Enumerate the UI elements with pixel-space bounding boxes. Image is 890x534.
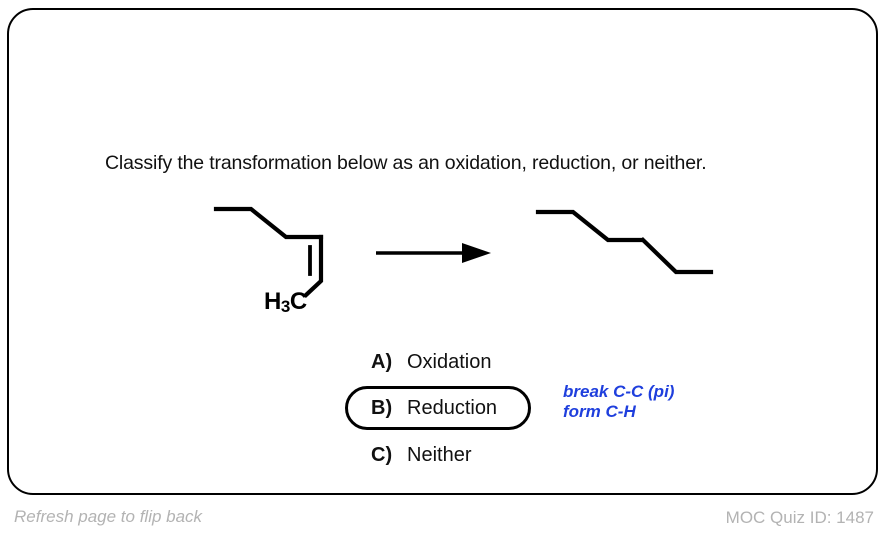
answer-option-c-label: Neither [407,443,472,466]
answer-option-a-letter: A) [371,350,393,373]
answer-option-c[interactable]: C) Neither [371,440,471,470]
selected-answer-highlight [345,386,531,430]
methyl-label-h: H [264,288,281,315]
methyl-group-label: H3C [264,288,307,317]
answer-option-b-label: Reduction [407,396,498,419]
annotation-line-1: break C-C (pi) [563,382,675,401]
annotation-line-2: form C-H [563,402,636,421]
answer-option-c-letter: C) [371,443,393,466]
question-prompt: Classify the transformation below as an … [105,152,707,174]
answer-option-b[interactable]: B) Reduction [371,393,497,423]
answer-option-b-letter: B) [371,396,393,419]
answer-option-a[interactable]: A) Oxidation [371,347,492,377]
explanation-annotation: break C-C (pi) form C-H [563,382,674,422]
answer-option-a-label: Oxidation [407,350,492,373]
methyl-label-c: C [289,288,307,315]
methyl-label-subscript: 3 [280,297,290,316]
footer-quiz-id: MOC Quiz ID: 1487 [725,508,874,527]
footer-refresh-hint: Refresh page to flip back [14,507,203,526]
quiz-card: Classify the transformation below as an … [7,8,878,495]
